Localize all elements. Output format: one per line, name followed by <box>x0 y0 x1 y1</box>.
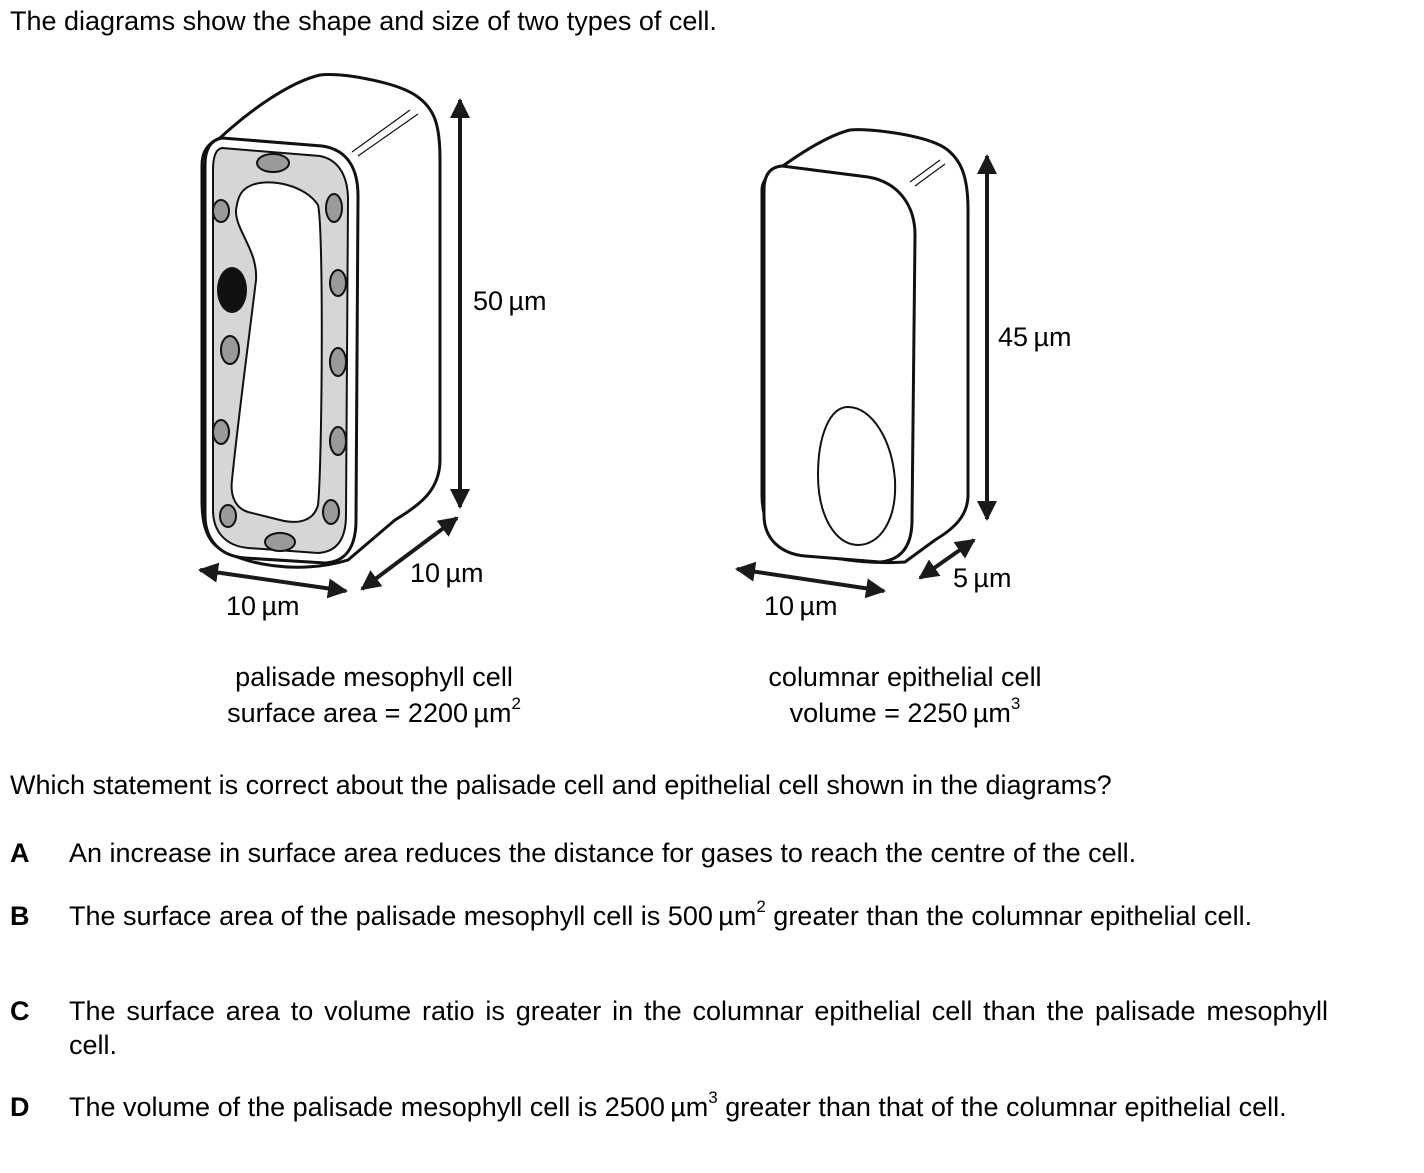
epithelial-stat: volume = 2250 µm3 <box>705 695 1105 731</box>
palisade-height-label: 50 µm <box>473 286 547 316</box>
question-text: Which statement is correct about the pal… <box>10 770 1112 800</box>
option-c[interactable]: C The surface area to volume ratio is gr… <box>10 994 1328 1062</box>
epithelial-stat-sup: 3 <box>1010 694 1021 713</box>
palisade-stat-sup: 2 <box>511 694 521 713</box>
epithelial-width-label: 10 µm <box>764 591 838 621</box>
epithelial-height-label: 45 µm <box>998 322 1072 352</box>
epithelial-depth-arrow <box>918 538 976 580</box>
epithelial-caption: columnar epithelial cell volume = 2250 µ… <box>705 659 1105 731</box>
epithelial-width-arrow <box>735 561 886 599</box>
palisade-stat-text: surface area = 2200 µm <box>227 698 512 728</box>
option-text-part: The volume of the palisade mesophyll cel… <box>69 1092 709 1122</box>
epithelial-depth-label: 5 µm <box>953 563 1012 593</box>
option-letter: B <box>10 901 30 931</box>
palisade-highlight <box>351 109 419 157</box>
palisade-width-label: 10 µm <box>226 591 300 621</box>
intro-text: The diagrams show the shape and size of … <box>10 6 717 36</box>
palisade-cell-drawing <box>200 72 442 569</box>
epithelial-highlight <box>909 159 946 187</box>
palisade-depth-label: 10 µm <box>410 558 484 588</box>
epithelial-nucleus <box>816 405 897 547</box>
epithelial-name: columnar epithelial cell <box>768 662 1042 692</box>
option-text: The surface area to volume ratio is grea… <box>69 996 1328 1060</box>
epithelial-stat-text: volume = 2250 µm <box>789 698 1011 728</box>
option-letter: C <box>10 996 30 1026</box>
option-b[interactable]: B The surface area of the palisade mesop… <box>10 897 1328 933</box>
option-text: The surface area of the palisade mesophy… <box>69 897 1328 933</box>
option-text-part: greater than that of the columnar epithe… <box>717 1092 1287 1122</box>
option-text: The volume of the palisade mesophyll cel… <box>69 1088 1328 1124</box>
option-d[interactable]: D The volume of the palisade mesophyll c… <box>10 1088 1328 1124</box>
epithelial-front-face <box>762 164 917 564</box>
palisade-chloroplasts <box>212 153 347 552</box>
palisade-caption: palisade mesophyll cell surface area = 2… <box>174 659 574 731</box>
option-a[interactable]: A An increase in surface area reduces th… <box>10 836 1328 870</box>
palisade-width-arrow <box>198 562 348 599</box>
palisade-stat: surface area = 2200 µm2 <box>174 695 574 731</box>
cell-diagrams <box>198 72 997 599</box>
option-text-part: The surface area of the palisade mesophy… <box>69 901 757 931</box>
option-letter: A <box>10 838 30 868</box>
palisade-nucleus <box>217 267 247 313</box>
option-text: An increase in surface area reduces the … <box>69 838 1137 868</box>
option-text-sup: 3 <box>708 1088 718 1107</box>
option-letter: D <box>10 1092 30 1122</box>
option-text-part: greater than the columnar epithelial cel… <box>765 901 1253 931</box>
epithelial-cell-drawing <box>760 128 970 564</box>
palisade-vacuole <box>230 181 323 523</box>
option-text-sup: 2 <box>756 897 766 916</box>
palisade-name: palisade mesophyll cell <box>235 662 513 692</box>
palisade-depth-arrow <box>360 516 459 591</box>
